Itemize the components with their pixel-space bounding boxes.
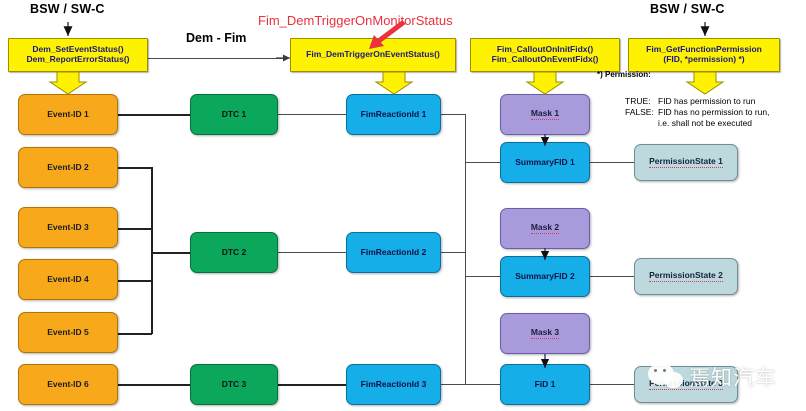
dtc-3-label: DTC 3 <box>221 378 247 389</box>
connector-bus-summaryfid2 <box>465 276 500 277</box>
fim-reaction-id-2-label: FimReactionId 2 <box>360 246 427 257</box>
event-id-1-box[interactable]: Event-ID 1 <box>18 94 118 135</box>
fim-permission-api-line-2: (FID, *permission) *) <box>663 54 745 64</box>
permission-false-value: FID has no permission to run, <box>658 107 770 117</box>
connector-dem-fim <box>148 58 288 59</box>
fim-reaction-id-1-box[interactable]: FimReactionId 1 <box>346 94 441 135</box>
fim-reaction-id-3-label: FimReactionId 3 <box>360 378 427 389</box>
dem-fim-label: Dem - Fim <box>186 31 247 45</box>
permission-state-2-box[interactable]: PermissionState 2 <box>634 258 738 295</box>
mask-3-box[interactable]: Mask 3 <box>500 313 590 354</box>
dtc-1-label: DTC 1 <box>221 108 247 119</box>
fim-reaction-id-1-label: FimReactionId 1 <box>360 108 427 119</box>
dtc-3-box[interactable]: DTC 3 <box>190 364 278 405</box>
event-id-6-box[interactable]: Event-ID 6 <box>18 364 118 405</box>
permission-state-1-box[interactable]: PermissionState 1 <box>634 144 738 181</box>
dem-api-box[interactable]: Dem_SetEventStatus() Dem_ReportErrorStat… <box>8 38 148 72</box>
red-annotation-label: Fim_DemTriggerOnMonitorStatus <box>258 13 453 28</box>
permission-false-key: FALSE: <box>625 107 654 117</box>
connector-event4-bus <box>118 280 152 282</box>
dtc-2-box[interactable]: DTC 2 <box>190 232 278 273</box>
connector-reaction3-bus <box>441 384 466 385</box>
connector-reaction-bus-vertical <box>465 114 466 384</box>
fim-permission-api-box[interactable]: Fim_GetFunctionPermission (FID, *permiss… <box>628 38 780 72</box>
event-id-4-label: Event-ID 4 <box>47 273 89 284</box>
event-id-5-label: Event-ID 5 <box>47 326 89 337</box>
dtc-1-box[interactable]: DTC 1 <box>190 94 278 135</box>
connector-reaction1-bus <box>441 114 466 115</box>
bsw-label-left: BSW / SW-C <box>30 2 105 16</box>
permission-state-3-label: PermissionState 3 <box>649 378 723 391</box>
block-arrow-dem <box>48 71 88 95</box>
connector-event6-dtc3 <box>118 384 190 386</box>
connector-bus-fid1 <box>465 384 500 385</box>
fim-reaction-id-3-box[interactable]: FimReactionId 3 <box>346 364 441 405</box>
block-arrow-fim-trigger <box>374 71 414 95</box>
event-id-2-box[interactable]: Event-ID 2 <box>18 147 118 188</box>
connector-fid1-permissionstate3 <box>590 384 634 385</box>
connector-event5-bus <box>118 333 152 335</box>
fim-trigger-api-line-1: Fim_DemTriggerOnEventStatus() <box>306 49 440 60</box>
event-id-2-label: Event-ID 2 <box>47 161 89 172</box>
mask-1-label: Mask 1 <box>530 108 560 121</box>
mask-1-box[interactable]: Mask 1 <box>500 94 590 135</box>
permission-legend-row: FALSE: FID has no permission to run, <box>625 107 770 117</box>
connector-dtc3-reaction3 <box>278 384 346 386</box>
mask-2-label: Mask 2 <box>530 222 560 235</box>
connector-dtc1-reaction1 <box>278 114 346 115</box>
connector-summaryfid1-permissionstate1 <box>590 162 634 163</box>
connector-reaction2-bus <box>441 252 466 253</box>
connector-event1-dtc1 <box>118 114 190 116</box>
fim-permission-api-line-1: Fim_GetFunctionPermission <box>646 44 762 55</box>
permission-note-label: *) Permission: <box>597 70 651 79</box>
event-id-3-label: Event-ID 3 <box>47 221 89 232</box>
permission-state-3-box[interactable]: PermissionState 3 <box>634 366 738 403</box>
event-id-6-label: Event-ID 6 <box>47 378 89 389</box>
event-id-1-label: Event-ID 1 <box>47 108 89 119</box>
fid-1-label: FiD 1 <box>534 378 556 389</box>
permission-legend-row: TRUE: FID has permission to run <box>625 96 770 106</box>
block-arrow-fim-permission <box>685 71 725 95</box>
block-arrow-fim-callout <box>525 71 565 95</box>
connector-dtc2-reaction2 <box>278 252 346 253</box>
connector-event2-bus <box>118 167 152 169</box>
connector-bus-dtc2 <box>151 252 190 254</box>
connector-event-bus-vertical <box>151 167 153 334</box>
mask-3-label: Mask 3 <box>530 327 560 340</box>
event-id-3-box[interactable]: Event-ID 3 <box>18 207 118 248</box>
fim-callout-api-box[interactable]: Fim_CalloutOnInitFidx() Fim_CalloutOnEve… <box>470 38 620 72</box>
permission-legend: TRUE: FID has permission to run FALSE: F… <box>625 96 770 128</box>
mask-2-box[interactable]: Mask 2 <box>500 208 590 249</box>
summary-fid-2-box[interactable]: SummaryFID 2 <box>500 256 590 297</box>
permission-true-value: FID has permission to run <box>658 96 756 106</box>
dem-api-line-1: Dem_SetEventStatus() <box>32 44 124 55</box>
connector-event3-bus <box>118 228 152 230</box>
summary-fid-1-label: SummaryFID 1 <box>515 156 575 167</box>
dtc-2-label: DTC 2 <box>221 246 247 257</box>
permission-state-2-label: PermissionState 2 <box>649 270 723 283</box>
fim-reaction-id-2-box[interactable]: FimReactionId 2 <box>346 232 441 273</box>
summary-fid-1-box[interactable]: SummaryFID 1 <box>500 142 590 183</box>
event-id-5-box[interactable]: Event-ID 5 <box>18 312 118 353</box>
connector-summaryfid2-permissionstate2 <box>590 276 634 277</box>
summary-fid-2-label: SummaryFID 2 <box>515 270 575 281</box>
fid-1-box[interactable]: FiD 1 <box>500 364 590 405</box>
event-id-4-box[interactable]: Event-ID 4 <box>18 259 118 300</box>
fim-trigger-api-box[interactable]: Fim_DemTriggerOnEventStatus() <box>290 38 456 72</box>
permission-continuation: i.e. shall not be executed <box>658 118 753 128</box>
fim-callout-api-line-2: Fim_CalloutOnEventFidx() <box>491 54 599 64</box>
permission-true-key: TRUE: <box>625 96 651 106</box>
dem-api-line-2: Dem_ReportErrorStatus() <box>26 54 130 64</box>
permission-state-1-label: PermissionState 1 <box>649 156 723 169</box>
connector-bus-summaryfid1 <box>465 162 500 163</box>
fim-callout-api-line-1: Fim_CalloutOnInitFidx() <box>496 44 594 55</box>
bsw-label-right: BSW / SW-C <box>650 2 725 16</box>
